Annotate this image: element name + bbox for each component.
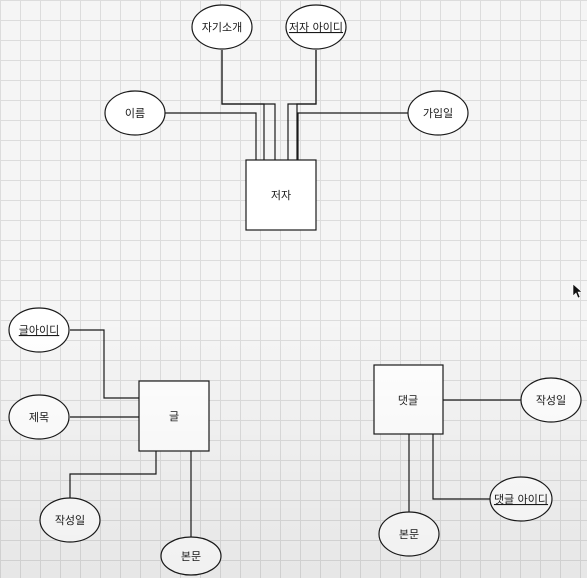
entity-author-label: 저자 — [271, 189, 291, 202]
entity-comment[interactable]: 댓글 — [373, 364, 444, 435]
attr-author-intro-label: 자기소개 — [202, 21, 242, 34]
attr-comment-body[interactable]: 본문 — [378, 511, 440, 557]
entity-post[interactable]: 글 — [138, 380, 210, 452]
connector-intro-2 — [221, 50, 276, 160]
attr-comment-id[interactable]: 댓글 아이디 — [489, 476, 553, 522]
mouse-cursor-icon — [572, 283, 583, 299]
connectors-post — [69, 329, 192, 537]
attr-comment-created-label: 작성일 — [536, 393, 566, 407]
connectors-comment — [408, 399, 522, 512]
connectors-author — [165, 50, 408, 160]
connector-author-id-2 — [296, 50, 317, 160]
attr-post-created-label: 작성일 — [55, 513, 85, 527]
attr-author-name-label: 이름 — [125, 107, 145, 120]
connector-post-id — [70, 329, 139, 399]
connector-name — [165, 112, 257, 160]
connector-comment-id — [432, 434, 490, 500]
attr-post-id-label: 글아이디 — [19, 324, 59, 337]
attr-comment-id-label: 댓글 아이디 — [494, 493, 548, 506]
attr-post-title[interactable]: 제목 — [8, 394, 70, 440]
connector-intro — [221, 50, 265, 160]
attr-author-name[interactable]: 이름 — [104, 90, 166, 136]
entity-comment-label: 댓글 — [398, 394, 418, 407]
attr-comment-body-label: 본문 — [399, 528, 419, 541]
attr-post-created[interactable]: 작성일 — [39, 497, 101, 543]
attr-author-joined[interactable]: 가입일 — [407, 90, 469, 136]
connector-joined — [297, 112, 408, 160]
attr-author-joined-label: 가입일 — [423, 106, 453, 120]
attr-comment-created[interactable]: 작성일 — [520, 377, 582, 423]
attr-post-title-label: 제목 — [29, 411, 49, 424]
attr-author-id[interactable]: 저자 아이디 — [285, 4, 347, 50]
connector-author-id — [287, 50, 317, 160]
entity-author[interactable]: 저자 — [245, 159, 317, 231]
attr-post-body[interactable]: 본문 — [160, 536, 222, 576]
attr-post-body-label: 본문 — [181, 550, 201, 563]
entity-post-label: 글 — [169, 410, 179, 423]
attr-author-id-label: 저자 아이디 — [289, 21, 343, 34]
connector-post-created — [69, 451, 157, 498]
attr-post-id[interactable]: 글아이디 — [8, 307, 70, 353]
attr-author-intro[interactable]: 자기소개 — [191, 4, 253, 50]
